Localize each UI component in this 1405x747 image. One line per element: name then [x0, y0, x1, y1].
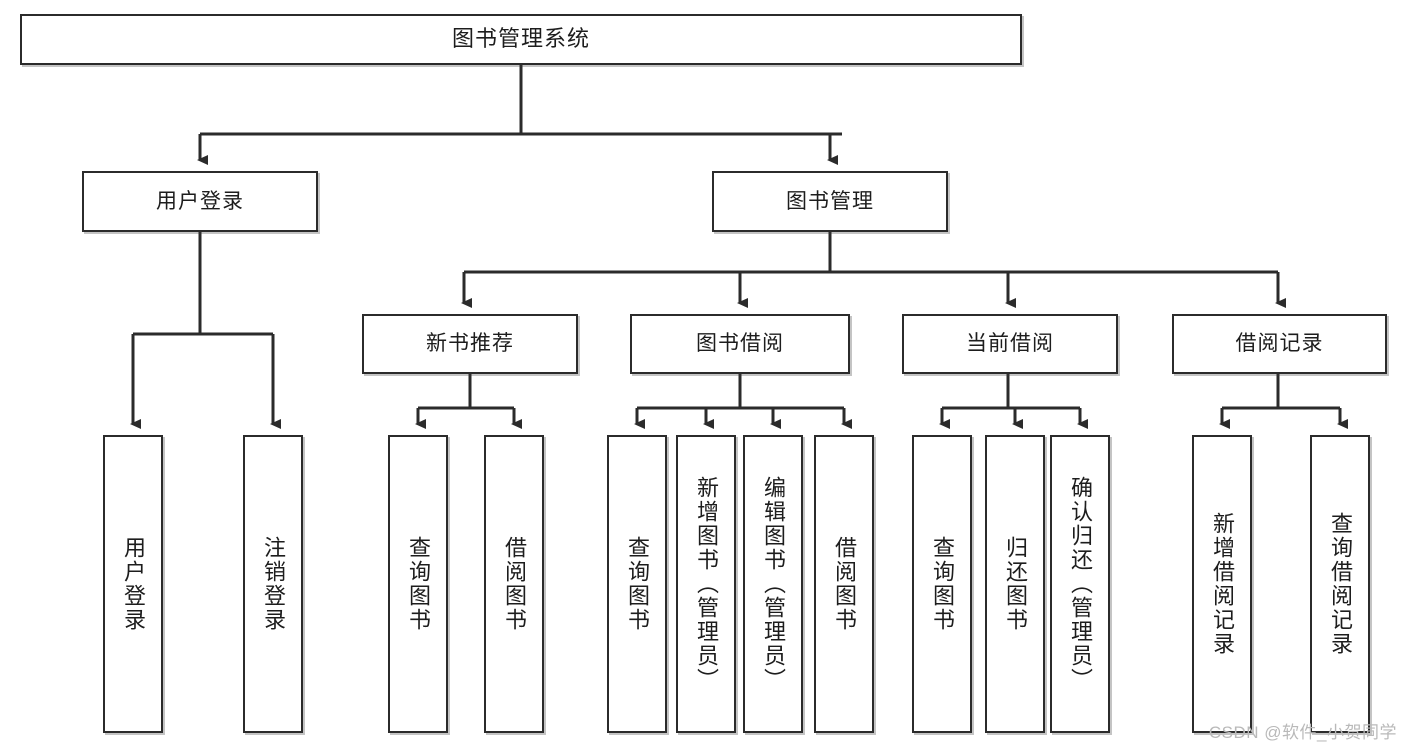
leaf-query-book-1[interactable]: 查询图书 [388, 435, 448, 733]
leaf-edit-book-label: 编辑图书（管理员） [760, 476, 786, 692]
leaf-return-book[interactable]: 归还图书 [985, 435, 1045, 733]
node-current-borrow[interactable]: 当前借阅 [902, 314, 1118, 374]
node-new-book-rec-label: 新书推荐 [426, 332, 514, 356]
leaf-user-login-label: 用户登录 [120, 536, 146, 632]
leaf-query-record-label: 查询借阅记录 [1327, 512, 1353, 656]
leaf-return-book-label: 归还图书 [1002, 536, 1028, 632]
node-book-borrow[interactable]: 图书借阅 [630, 314, 850, 374]
leaf-query-book-2[interactable]: 查询图书 [607, 435, 667, 733]
leaf-edit-book[interactable]: 编辑图书（管理员） [743, 435, 803, 733]
node-current-borrow-label: 当前借阅 [966, 332, 1054, 356]
node-book-manage-label: 图书管理 [786, 189, 874, 213]
node-new-book-rec[interactable]: 新书推荐 [362, 314, 578, 374]
node-root-label: 图书管理系统 [451, 26, 590, 52]
leaf-user-login[interactable]: 用户登录 [103, 435, 163, 733]
node-borrow-record[interactable]: 借阅记录 [1172, 314, 1387, 374]
leaf-borrow-book-1-label: 借阅图书 [501, 536, 527, 632]
leaf-borrow-book-1[interactable]: 借阅图书 [484, 435, 544, 733]
node-root[interactable]: 图书管理系统 [20, 14, 1022, 65]
leaf-borrow-book-2-label: 借阅图书 [831, 536, 857, 632]
node-book-manage[interactable]: 图书管理 [712, 171, 948, 232]
leaf-query-book-1-label: 查询图书 [405, 536, 431, 632]
leaf-query-record[interactable]: 查询借阅记录 [1310, 435, 1370, 733]
leaf-query-book-3[interactable]: 查询图书 [912, 435, 972, 733]
leaf-add-book[interactable]: 新增图书（管理员） [676, 435, 736, 733]
leaf-logout-label: 注销登录 [260, 536, 286, 632]
leaf-query-book-3-label: 查询图书 [929, 536, 955, 632]
leaf-add-record-label: 新增借阅记录 [1209, 512, 1235, 656]
leaf-confirm-return[interactable]: 确认归还（管理员） [1050, 435, 1110, 733]
leaf-confirm-return-label: 确认归还（管理员） [1067, 476, 1093, 692]
leaf-query-book-2-label: 查询图书 [624, 536, 650, 632]
leaf-add-record[interactable]: 新增借阅记录 [1192, 435, 1252, 733]
node-borrow-record-label: 借阅记录 [1235, 332, 1324, 356]
node-book-borrow-label: 图书借阅 [696, 332, 784, 356]
leaf-logout[interactable]: 注销登录 [243, 435, 303, 733]
node-user-login[interactable]: 用户登录 [82, 171, 318, 232]
node-user-login-label: 用户登录 [156, 189, 244, 213]
leaf-borrow-book-2[interactable]: 借阅图书 [814, 435, 874, 733]
leaf-add-book-label: 新增图书（管理员） [693, 476, 719, 692]
